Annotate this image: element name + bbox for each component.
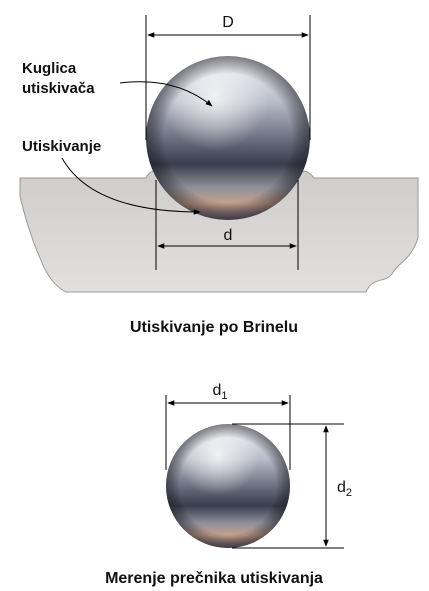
dim-d2-label: d2: [337, 479, 352, 499]
indent-label: Utiskivanje: [22, 138, 101, 155]
ball-label-line2: utiskivača: [22, 80, 95, 97]
dim-D-label: D: [222, 14, 234, 31]
indent-d-dimension: [155, 180, 299, 270]
indent-leader-arrow: [61, 157, 201, 215]
diameter-d1-dimension: [165, 395, 291, 470]
bottom-caption: Merenje prečnika utiskivanja: [105, 570, 323, 587]
ball-leader-arrow: [119, 81, 213, 107]
indenter-ball: [146, 56, 310, 220]
diameter-D-dimension: [145, 15, 311, 140]
top-caption: Utiskivanje po Brinelu: [130, 319, 298, 336]
dim-d-label: d: [224, 227, 233, 244]
indent-impression-ball: [166, 424, 290, 548]
ball-label-line1: Kuglica: [22, 60, 77, 77]
dim-d1-label: d1: [212, 382, 227, 402]
diameter-d2-dimension: [232, 423, 344, 549]
